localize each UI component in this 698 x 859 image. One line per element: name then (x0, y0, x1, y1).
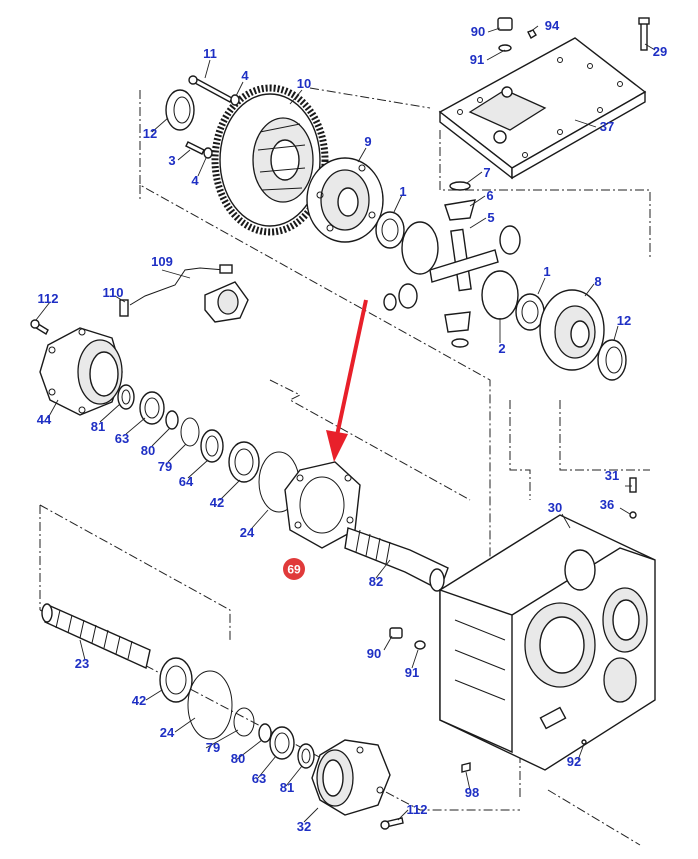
diff-housing-9 (306, 157, 384, 243)
callout-82: 82 (369, 574, 383, 589)
sensor-line-109 (119, 264, 249, 323)
callout-90: 90 (367, 646, 381, 661)
callout-24: 24 (240, 525, 255, 540)
callout-7: 7 (483, 165, 490, 180)
gearbox-housing-30 (439, 514, 656, 771)
bolts-upper-left (165, 75, 240, 159)
differential-spider (383, 181, 521, 348)
cover-plate-37 (438, 37, 647, 180)
callout-80: 80 (141, 443, 155, 458)
callout-32: 32 (297, 819, 311, 834)
callout-90: 90 (471, 24, 485, 39)
callout-8: 8 (594, 274, 601, 289)
callout-80: 80 (231, 751, 245, 766)
callout-12: 12 (143, 126, 157, 141)
hub-housing-32 (311, 739, 404, 830)
badge-label-69: 69 (287, 563, 301, 577)
gasket-69 (284, 461, 361, 549)
callout-6: 6 (486, 188, 493, 203)
callout-63: 63 (115, 431, 129, 446)
callout-2: 2 (498, 341, 505, 356)
callout-42: 42 (132, 693, 146, 708)
callout-37: 37 (600, 119, 614, 134)
callout-1: 1 (399, 184, 406, 199)
callout-79: 79 (158, 459, 172, 474)
hub-housing-44 (30, 319, 123, 416)
callout-29: 29 (653, 44, 667, 59)
callout-91: 91 (405, 665, 419, 680)
callout-5: 5 (487, 210, 494, 225)
callout-24: 24 (160, 725, 175, 740)
callout-31: 31 (605, 468, 619, 483)
shaft-23 (41, 603, 151, 669)
callout-12: 12 (617, 313, 631, 328)
pin-31-ring-36 (629, 477, 637, 519)
thrust-washer-1-left (375, 211, 405, 249)
diff-housing-8 (539, 289, 627, 381)
callout-42: 42 (210, 495, 224, 510)
callout-44: 44 (37, 412, 52, 427)
callout-30: 30 (548, 500, 562, 515)
callout-11: 11 (203, 46, 217, 61)
callout-3: 3 (168, 153, 175, 168)
callout-98: 98 (465, 785, 479, 800)
crown-gear-10 (211, 84, 329, 236)
plug-90-lower (389, 627, 587, 773)
lower-shaft-rings (159, 657, 315, 769)
callout-92: 92 (567, 754, 581, 769)
callout-4: 4 (241, 68, 249, 83)
callout-63: 63 (252, 771, 266, 786)
callout-94: 94 (545, 18, 560, 33)
callout-109: 109 (151, 254, 173, 269)
callout-23: 23 (75, 656, 89, 671)
callout-10: 10 (297, 76, 311, 91)
leader-lines (35, 25, 656, 823)
callout-81: 81 (91, 419, 105, 434)
callout-9: 9 (364, 134, 371, 149)
highlight-arrow (326, 299, 368, 462)
callout-labels: 90 94 91 29 37 11 4 10 12 3 4 9 7 6 5 1 … (37, 18, 667, 834)
upper-shaft-rings (117, 384, 300, 513)
callout-79: 79 (206, 740, 220, 755)
callout-91: 91 (470, 52, 484, 67)
highlight-badge-69: 69 (283, 558, 305, 580)
callout-36: 36 (600, 497, 614, 512)
callout-110: 110 (103, 285, 124, 300)
callout-64: 64 (179, 474, 194, 489)
callout-112: 112 (407, 802, 428, 817)
callout-81: 81 (280, 780, 294, 795)
shaft-82 (344, 527, 449, 592)
callout-1: 1 (543, 264, 550, 279)
callout-112: 112 (38, 291, 59, 306)
callout-4: 4 (191, 173, 199, 188)
